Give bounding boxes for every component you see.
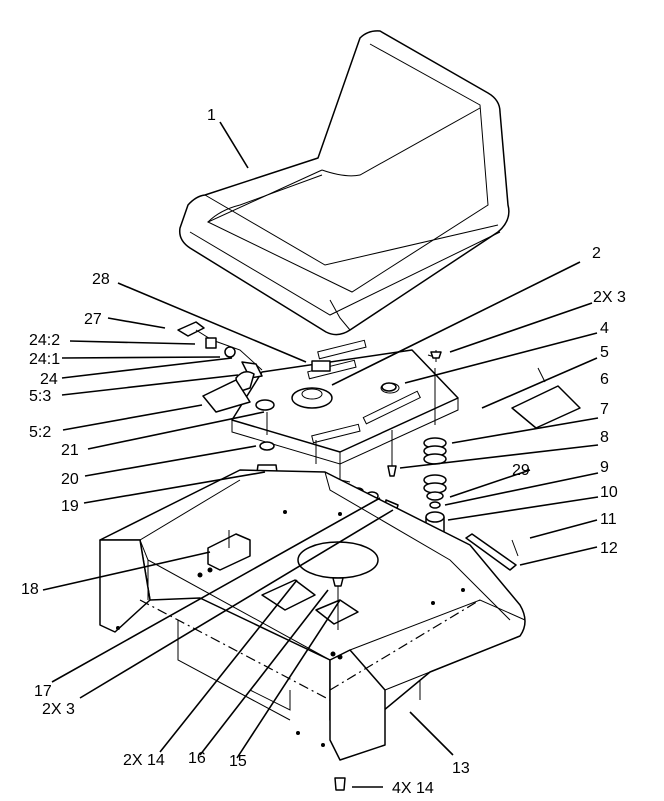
callout-11: 11	[600, 511, 617, 528]
callout-7: 7	[600, 401, 609, 418]
lever-part	[465, 533, 519, 571]
decal-part	[511, 367, 581, 429]
callout-27: 27	[84, 311, 102, 328]
callout-2: 2	[592, 245, 601, 262]
seat-part	[178, 30, 510, 336]
callout-15: 15	[229, 753, 247, 770]
bracket-part	[207, 530, 359, 630]
callout-5-2: 5:2	[29, 424, 51, 441]
callout-8: 8	[600, 429, 609, 446]
callout-2x3-upper: 2X 3	[593, 289, 626, 306]
callout-12: 12	[600, 540, 618, 557]
seat-switch-part	[177, 321, 263, 413]
callout-16: 16	[188, 750, 206, 767]
callout-21: 21	[61, 442, 79, 459]
callout-29: 29	[512, 462, 530, 479]
callout-24-2: 24:2	[29, 332, 60, 349]
callout-5: 5	[600, 344, 609, 361]
callout-4: 4	[600, 320, 609, 337]
callout-2x14: 2X 14	[123, 752, 165, 769]
callout-4x14: 4X 14	[392, 780, 434, 797]
fender-body-part	[99, 469, 526, 761]
callout-18: 18	[21, 581, 39, 598]
callout-1: 1	[207, 107, 216, 124]
screw-part	[334, 777, 346, 791]
callout-28: 28	[92, 271, 110, 288]
callout-19: 19	[61, 498, 79, 515]
callout-24-1: 24:1	[29, 351, 60, 368]
callout-2x3-lower: 2X 3	[42, 701, 75, 718]
callout-5-3: 5:3	[29, 388, 51, 405]
callout-6: 6	[600, 371, 609, 388]
callout-13: 13	[452, 760, 470, 777]
callout-17: 17	[34, 683, 52, 700]
leader-lines	[42, 121, 599, 788]
callout-9: 9	[600, 459, 609, 476]
callout-24: 24	[40, 371, 58, 388]
callout-labels: 1 2 2X 3 4 5 6 7 8 29 9 10 11 12 13 4X 1…	[21, 107, 626, 797]
callout-10: 10	[600, 484, 618, 501]
callout-20: 20	[61, 471, 79, 488]
